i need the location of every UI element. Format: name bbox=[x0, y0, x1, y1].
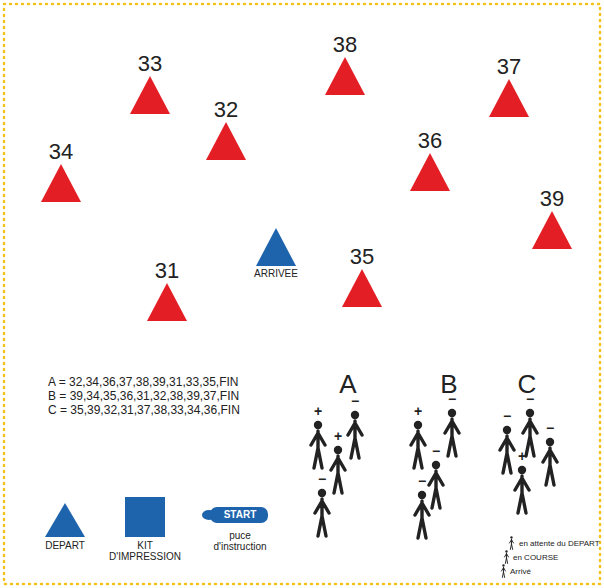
status-sign: − bbox=[546, 421, 554, 436]
triangle-marker bbox=[488, 78, 530, 118]
depart-triangle bbox=[45, 503, 85, 537]
status-sign: − bbox=[526, 392, 534, 407]
legend-text: puce d'instruction bbox=[209, 530, 271, 552]
triangle-marker bbox=[324, 56, 366, 96]
status-sign: − bbox=[351, 394, 359, 409]
runner-figure bbox=[500, 426, 514, 473]
runner-figure bbox=[331, 446, 345, 493]
route-line: B = 39,34,35,36,31,32,38,39,37,FIN bbox=[48, 390, 239, 403]
triangle-marker bbox=[205, 121, 247, 161]
triangle-marker bbox=[409, 152, 451, 192]
status-sign: + bbox=[314, 404, 322, 419]
control-node: 35 bbox=[339, 245, 385, 308]
status-sign: + bbox=[518, 449, 526, 464]
control-number: 33 bbox=[127, 52, 173, 75]
runner-figure bbox=[515, 466, 529, 513]
finish-node: ARRIVEE bbox=[252, 227, 300, 279]
chip-body bbox=[210, 507, 268, 523]
status-sign: + bbox=[334, 429, 342, 444]
legend-text: en attente du DEPART bbox=[519, 540, 600, 549]
runner-figure bbox=[315, 489, 329, 536]
legend-text: KIT D'IMPRESSION bbox=[105, 540, 185, 562]
dotted-border bbox=[4, 4, 600, 584]
status-sign: − bbox=[503, 409, 511, 424]
control-number: 34 bbox=[38, 140, 84, 163]
control-number: 37 bbox=[486, 55, 532, 78]
control-node: 33 bbox=[127, 52, 173, 115]
runner-figure bbox=[411, 421, 425, 468]
legend-text: Arrivé bbox=[510, 568, 531, 577]
triangle-marker bbox=[129, 75, 171, 115]
legend-swatch bbox=[125, 497, 165, 537]
control-node: 32 bbox=[203, 98, 249, 161]
control-node: 37 bbox=[486, 55, 532, 118]
finish-label: ARRIVEE bbox=[252, 268, 300, 279]
status-sign: − bbox=[418, 474, 426, 489]
legend-runner bbox=[502, 564, 506, 577]
legend-text: DEPART bbox=[45, 540, 85, 551]
triangle-marker bbox=[341, 268, 383, 308]
runner-figure bbox=[429, 461, 443, 508]
triangle-marker bbox=[531, 210, 573, 250]
runner-figure bbox=[348, 411, 362, 458]
control-number: 32 bbox=[203, 98, 249, 121]
control-node: 38 bbox=[322, 33, 368, 96]
legend-text: en COURSE bbox=[513, 554, 558, 563]
status-sign: − bbox=[432, 444, 440, 459]
status-sign: − bbox=[448, 392, 456, 407]
control-number: 36 bbox=[407, 129, 453, 152]
triangle-marker bbox=[146, 282, 188, 322]
control-number: 35 bbox=[339, 245, 385, 268]
control-number: 31 bbox=[144, 259, 190, 282]
status-sign: + bbox=[414, 404, 422, 419]
runner-figure bbox=[543, 438, 557, 485]
control-node: 36 bbox=[407, 129, 453, 192]
legend-runner bbox=[510, 536, 514, 549]
legend-runner bbox=[505, 550, 509, 563]
runner-figure bbox=[415, 491, 429, 538]
status-sign: − bbox=[318, 472, 326, 487]
triangle-marker bbox=[40, 163, 82, 203]
route-line: A = 32,34,36,37,38,39,31,33,35,FIN bbox=[48, 376, 238, 389]
chip-text: START bbox=[224, 509, 257, 520]
control-node: 31 bbox=[144, 259, 190, 322]
control-number: 38 bbox=[322, 33, 368, 56]
route-line: C = 35,39,32,31,37,38,33,34,36,FIN bbox=[48, 404, 240, 417]
control-node: 34 bbox=[38, 140, 84, 203]
runner-figure bbox=[445, 409, 459, 456]
control-node: 39 bbox=[529, 187, 575, 250]
runner-figure bbox=[311, 421, 325, 468]
triangle-marker bbox=[255, 227, 297, 267]
control-number: 39 bbox=[529, 187, 575, 210]
